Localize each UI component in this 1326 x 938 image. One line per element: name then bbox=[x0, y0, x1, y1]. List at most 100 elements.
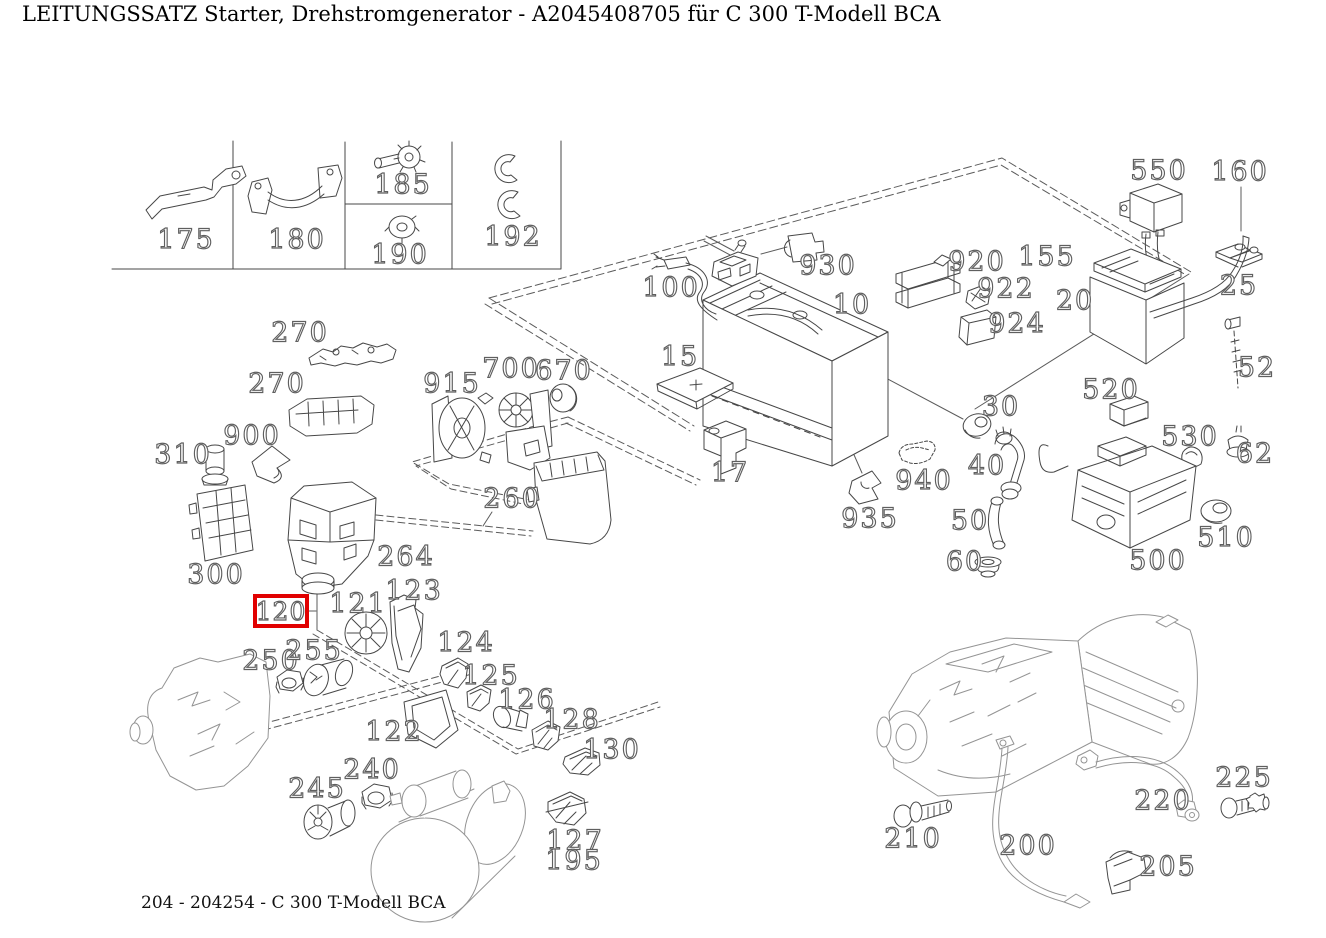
callout-240[interactable]: 240 bbox=[343, 754, 401, 786]
sketch-connector-25 bbox=[1215, 243, 1263, 268]
callout-310[interactable]: 310 bbox=[154, 439, 212, 471]
sketch-motor-915 bbox=[431, 392, 494, 464]
callout-121[interactable]: 121 bbox=[329, 588, 387, 620]
callout-40[interactable]: 40 bbox=[967, 450, 1007, 482]
callout-530[interactable]: 530 bbox=[1161, 421, 1219, 453]
callout-130[interactable]: 130 bbox=[583, 734, 641, 766]
sketch-duct-122 bbox=[403, 689, 459, 749]
callout-195[interactable]: 195 bbox=[545, 845, 603, 877]
sketch-bolt-225 bbox=[1220, 792, 1270, 819]
callout-270-upper[interactable]: 270 bbox=[271, 317, 329, 349]
callout-10[interactable]: 10 bbox=[832, 289, 872, 321]
sketch-battery-20 bbox=[1089, 248, 1185, 365]
sketch-grommet-510 bbox=[1200, 499, 1232, 524]
callout-510[interactable]: 510 bbox=[1197, 522, 1255, 554]
callout-25[interactable]: 25 bbox=[1219, 270, 1259, 302]
sketch-bracket-180 bbox=[247, 164, 343, 215]
sketch-bolt-185 bbox=[374, 140, 426, 173]
callout-122[interactable]: 122 bbox=[365, 716, 423, 748]
callout-225[interactable]: 225 bbox=[1215, 762, 1273, 794]
callout-60[interactable]: 60 bbox=[945, 546, 985, 578]
sketch-clip-127 bbox=[545, 791, 589, 826]
callout-120[interactable]: 120 bbox=[255, 596, 307, 626]
callout-922[interactable]: 922 bbox=[977, 273, 1035, 305]
sketch-cable-200 bbox=[992, 735, 1091, 909]
sketch-nut-250 bbox=[275, 669, 305, 694]
callout-915[interactable]: 915 bbox=[423, 368, 481, 400]
callout-250[interactable]: 250 bbox=[242, 645, 300, 677]
callout-210[interactable]: 210 bbox=[884, 823, 942, 855]
callout-270-lower[interactable]: 270 bbox=[248, 368, 306, 400]
callout-15[interactable]: 15 bbox=[660, 341, 700, 373]
callout-300[interactable]: 300 bbox=[187, 559, 245, 591]
callout-160[interactable]: 160 bbox=[1211, 156, 1269, 188]
callout-264[interactable]: 264 bbox=[377, 541, 435, 573]
sketch-cover-260 bbox=[526, 451, 612, 545]
sketch-duct-123 bbox=[389, 594, 424, 673]
callout-260[interactable]: 260 bbox=[483, 483, 541, 515]
sketch-bolt-52 bbox=[1224, 316, 1243, 389]
sketch-nut-240 bbox=[361, 783, 394, 810]
callout-100[interactable]: 100 bbox=[642, 272, 700, 304]
sketch-box-520 bbox=[1109, 395, 1149, 427]
sketch-alternator bbox=[129, 653, 271, 791]
callout-175[interactable]: 175 bbox=[157, 224, 215, 256]
callout-935[interactable]: 935 bbox=[841, 503, 899, 535]
sketch-part-922 bbox=[965, 285, 991, 310]
callout-30[interactable]: 30 bbox=[981, 391, 1021, 423]
sketch-bolt-210 bbox=[893, 799, 952, 828]
callout-192[interactable]: 192 bbox=[484, 221, 542, 253]
callout-190[interactable]: 190 bbox=[371, 239, 429, 271]
callout-924[interactable]: 924 bbox=[988, 308, 1046, 340]
callout-920[interactable]: 920 bbox=[948, 246, 1006, 278]
callout-124[interactable]: 124 bbox=[437, 627, 495, 659]
diagram-footer: 204 - 204254 - C 300 T-Modell BCA bbox=[141, 893, 446, 913]
sketch-engine-transmission bbox=[876, 614, 1198, 797]
sketch-cable-220 bbox=[1075, 749, 1200, 822]
callout-245[interactable]: 245 bbox=[288, 773, 346, 805]
sketch-clips-192 bbox=[494, 154, 521, 220]
sketch-clip-124 bbox=[439, 657, 469, 689]
sketch-bracket-920 bbox=[895, 254, 961, 309]
callout-126[interactable]: 126 bbox=[498, 684, 556, 716]
sketch-fan-121 bbox=[344, 611, 388, 655]
callout-180[interactable]: 180 bbox=[268, 224, 326, 256]
sketch-cable-100 bbox=[651, 239, 759, 321]
callout-930[interactable]: 930 bbox=[799, 250, 857, 282]
callout-123[interactable]: 123 bbox=[385, 575, 443, 607]
callout-50[interactable]: 50 bbox=[950, 505, 990, 537]
sketch-seal-940 bbox=[898, 440, 936, 464]
sketch-grommet-30 bbox=[962, 413, 992, 439]
callout-200[interactable]: 200 bbox=[999, 830, 1057, 862]
callout-62[interactable]: 62 bbox=[1235, 438, 1275, 470]
sketch-flag-935 bbox=[848, 470, 882, 505]
sketch-relay-924 bbox=[958, 309, 997, 346]
sketch-clip-130 bbox=[562, 747, 601, 776]
callout-20[interactable]: 20 bbox=[1055, 285, 1095, 317]
callout-17[interactable]: 17 bbox=[710, 457, 750, 489]
sketch-motor-245 bbox=[303, 799, 356, 840]
callout-940[interactable]: 940 bbox=[895, 465, 953, 497]
highlight-box: 120 bbox=[253, 594, 309, 628]
sketch-plate-15 bbox=[656, 367, 734, 410]
callout-670[interactable]: 670 bbox=[535, 355, 593, 387]
callout-52[interactable]: 52 bbox=[1237, 352, 1277, 384]
callout-220[interactable]: 220 bbox=[1134, 785, 1192, 817]
callout-500[interactable]: 500 bbox=[1129, 545, 1187, 577]
callout-700[interactable]: 700 bbox=[482, 353, 540, 385]
callout-900[interactable]: 900 bbox=[223, 420, 281, 452]
sketch-module-500 bbox=[1038, 436, 1197, 549]
sketch-grommet-62 bbox=[1226, 425, 1250, 458]
callout-128[interactable]: 128 bbox=[543, 704, 601, 736]
callout-550[interactable]: 550 bbox=[1130, 155, 1188, 187]
callout-205[interactable]: 205 bbox=[1139, 851, 1197, 883]
callout-255[interactable]: 255 bbox=[285, 635, 343, 667]
callout-155[interactable]: 155 bbox=[1018, 241, 1076, 273]
callout-125[interactable]: 125 bbox=[462, 660, 520, 692]
sketch-cylinder-310 bbox=[201, 444, 229, 486]
callout-185[interactable]: 185 bbox=[374, 169, 432, 201]
callout-127[interactable]: 127 bbox=[546, 825, 604, 857]
callout-520[interactable]: 520 bbox=[1082, 374, 1140, 406]
